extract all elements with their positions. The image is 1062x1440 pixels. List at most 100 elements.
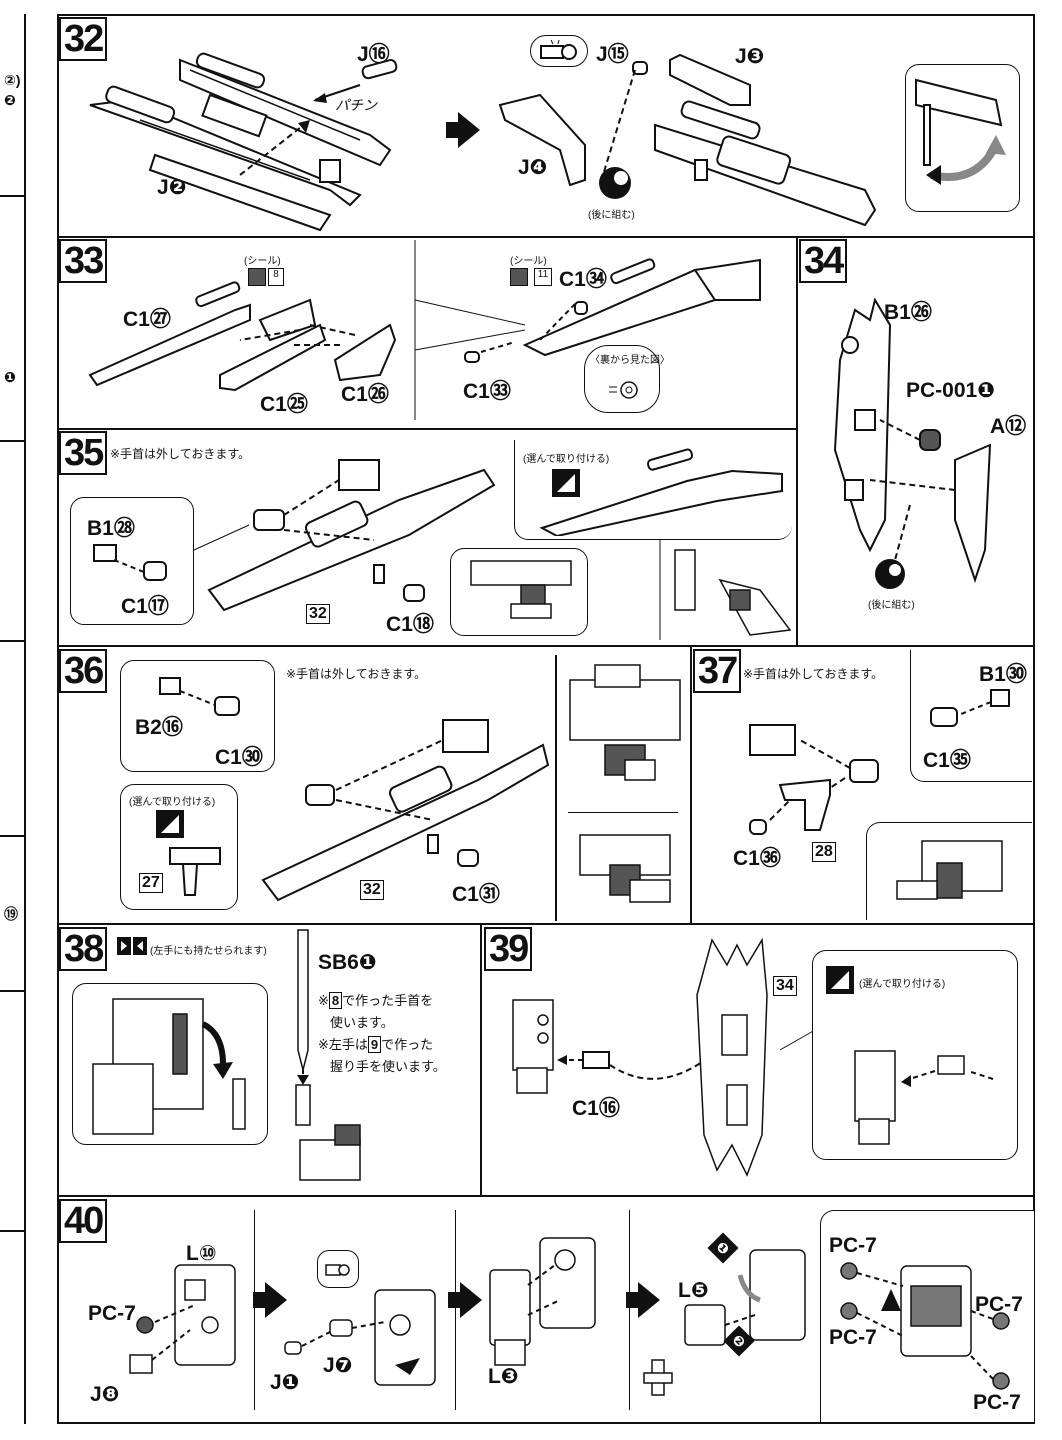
strip-divider [0, 195, 26, 197]
seal-label: (シール) [244, 256, 281, 267]
part-label: C1㉟ [923, 749, 971, 772]
j16-pin-illustration [313, 59, 398, 103]
part-label: J❷ [157, 176, 187, 199]
choose-note: (選んで取り付ける) [523, 454, 610, 465]
hand-part-illustration [93, 544, 167, 581]
row-divider [57, 1195, 1035, 1197]
part-label: B2⑯ [135, 716, 183, 739]
strip-fragment: ⑲ [4, 906, 18, 922]
click-sound-label: パチン [335, 97, 377, 113]
option-inset: (選んで取り付ける) [812, 950, 1018, 1160]
step-ref-box: 28 [812, 842, 836, 862]
part-label: B1㉖ [884, 301, 932, 324]
step-ref-box: 27 [139, 873, 163, 893]
part-label: L⑩ [186, 1242, 217, 1265]
step-number: 33 [59, 239, 108, 283]
step-ref-box: 8 [328, 992, 343, 1009]
rifle-hand-assembly-illustration [193, 459, 496, 612]
note-text: 握り手を使います。 [330, 1059, 446, 1074]
strip-divider [0, 1230, 26, 1232]
part-label: C1㉞ [559, 268, 607, 291]
back-view-bubble: 〈裏から見た図〉 [584, 345, 670, 413]
hand-holding-illustration [92, 998, 246, 1135]
hip-part-illustration [129, 1264, 236, 1374]
hip-joint-illustration [684, 1249, 806, 1346]
choose-note: (選んで取り付ける) [859, 979, 946, 990]
shield-illustration [696, 937, 768, 1177]
orientation-icon [325, 1264, 350, 1276]
col-divider-thin [568, 812, 678, 813]
detail-inset: PC-7 PC-7 PC-7 PC-7 [820, 1210, 1034, 1422]
hint-bubble [317, 1250, 359, 1288]
seal-icon [248, 268, 266, 286]
choose-icon [552, 469, 580, 497]
grip-part-illustration [169, 847, 221, 896]
option-inset: (選んで取り付ける) 27 [120, 784, 238, 910]
choose-note: (選んで取り付ける) [129, 797, 216, 808]
hand-part-illustration [930, 689, 1010, 727]
part-label: J❶ [270, 1371, 300, 1394]
hip-joint-illustration [489, 1237, 596, 1366]
part-label: J❹ [518, 156, 548, 179]
part-label: PC-001❶ [906, 379, 995, 402]
left-hand-note: (左手にも持たせられます) [150, 946, 267, 957]
step-number: 32 [59, 17, 108, 61]
part-label: J⑯ [357, 43, 390, 66]
back-view-label: 〈裏から見た図〉 [590, 355, 670, 366]
detail-inset: B2⑯ C1㉚ [120, 660, 275, 772]
step-number: 39 [484, 927, 533, 971]
part-label: C1㉚ [215, 746, 263, 769]
sub-divider [455, 1210, 456, 1410]
shield-part-illustration [833, 297, 992, 589]
step-number: 35 [59, 431, 108, 475]
seal-icon [510, 268, 528, 286]
strip-divider [0, 835, 26, 837]
note-text: で作った手首を [342, 993, 434, 1008]
grip-detail-illustration [470, 560, 572, 619]
step-ref-box: 32 [306, 604, 330, 624]
step-number: 36 [59, 649, 108, 693]
step-ref-box: 32 [360, 880, 384, 900]
connector-detail-icon [643, 1359, 673, 1396]
part-label: J❽ [90, 1383, 120, 1406]
part-label: A⑫ [990, 415, 1027, 438]
part-label: L❺ [678, 1279, 709, 1302]
next-arrow-icon [446, 112, 480, 148]
seal-number-box: 8 [268, 268, 284, 286]
col-divider [480, 923, 482, 1197]
col-divider [796, 236, 798, 646]
strip-divider [0, 990, 26, 992]
part-label: C1⑱ [386, 613, 434, 636]
part-label: PC-7 [829, 1326, 877, 1349]
forearm-option-illustration [854, 1050, 994, 1145]
note-text: 使います。 [330, 1015, 394, 1030]
part-label: PC-7 [88, 1302, 136, 1325]
grip-detail-illustration [569, 664, 681, 781]
part-label: C1㊱ [733, 847, 781, 870]
strip-fragment: ②) [4, 72, 21, 88]
detail-inset [450, 548, 588, 636]
part-label: B1㉚ [979, 663, 1027, 686]
part-label: C1⑯ [572, 1097, 620, 1120]
note-mark: ※ [318, 993, 329, 1008]
next-arrow-icon [253, 1282, 287, 1318]
rifle-assembled-illustration [414, 240, 761, 420]
back-view-icon [609, 381, 638, 399]
forearm-illustration [512, 999, 554, 1094]
choose-icon [156, 810, 184, 838]
instruction-page-frame [57, 14, 1035, 1424]
step-ref-box: 34 [773, 976, 797, 996]
next-arrow-icon [626, 1282, 660, 1318]
choose-icon [826, 966, 854, 994]
left-right-icon [117, 937, 147, 955]
strip-divider [0, 640, 26, 642]
instruction-note: ※手首は外しておきます。 [110, 447, 251, 461]
row-divider [57, 428, 797, 430]
pc7-assembly-illustration [840, 1262, 1010, 1390]
rifle-option-illustration [539, 448, 783, 536]
strip-divider [0, 440, 26, 442]
col-divider-thin [555, 655, 557, 921]
part-label: PC-7 [973, 1391, 1021, 1414]
